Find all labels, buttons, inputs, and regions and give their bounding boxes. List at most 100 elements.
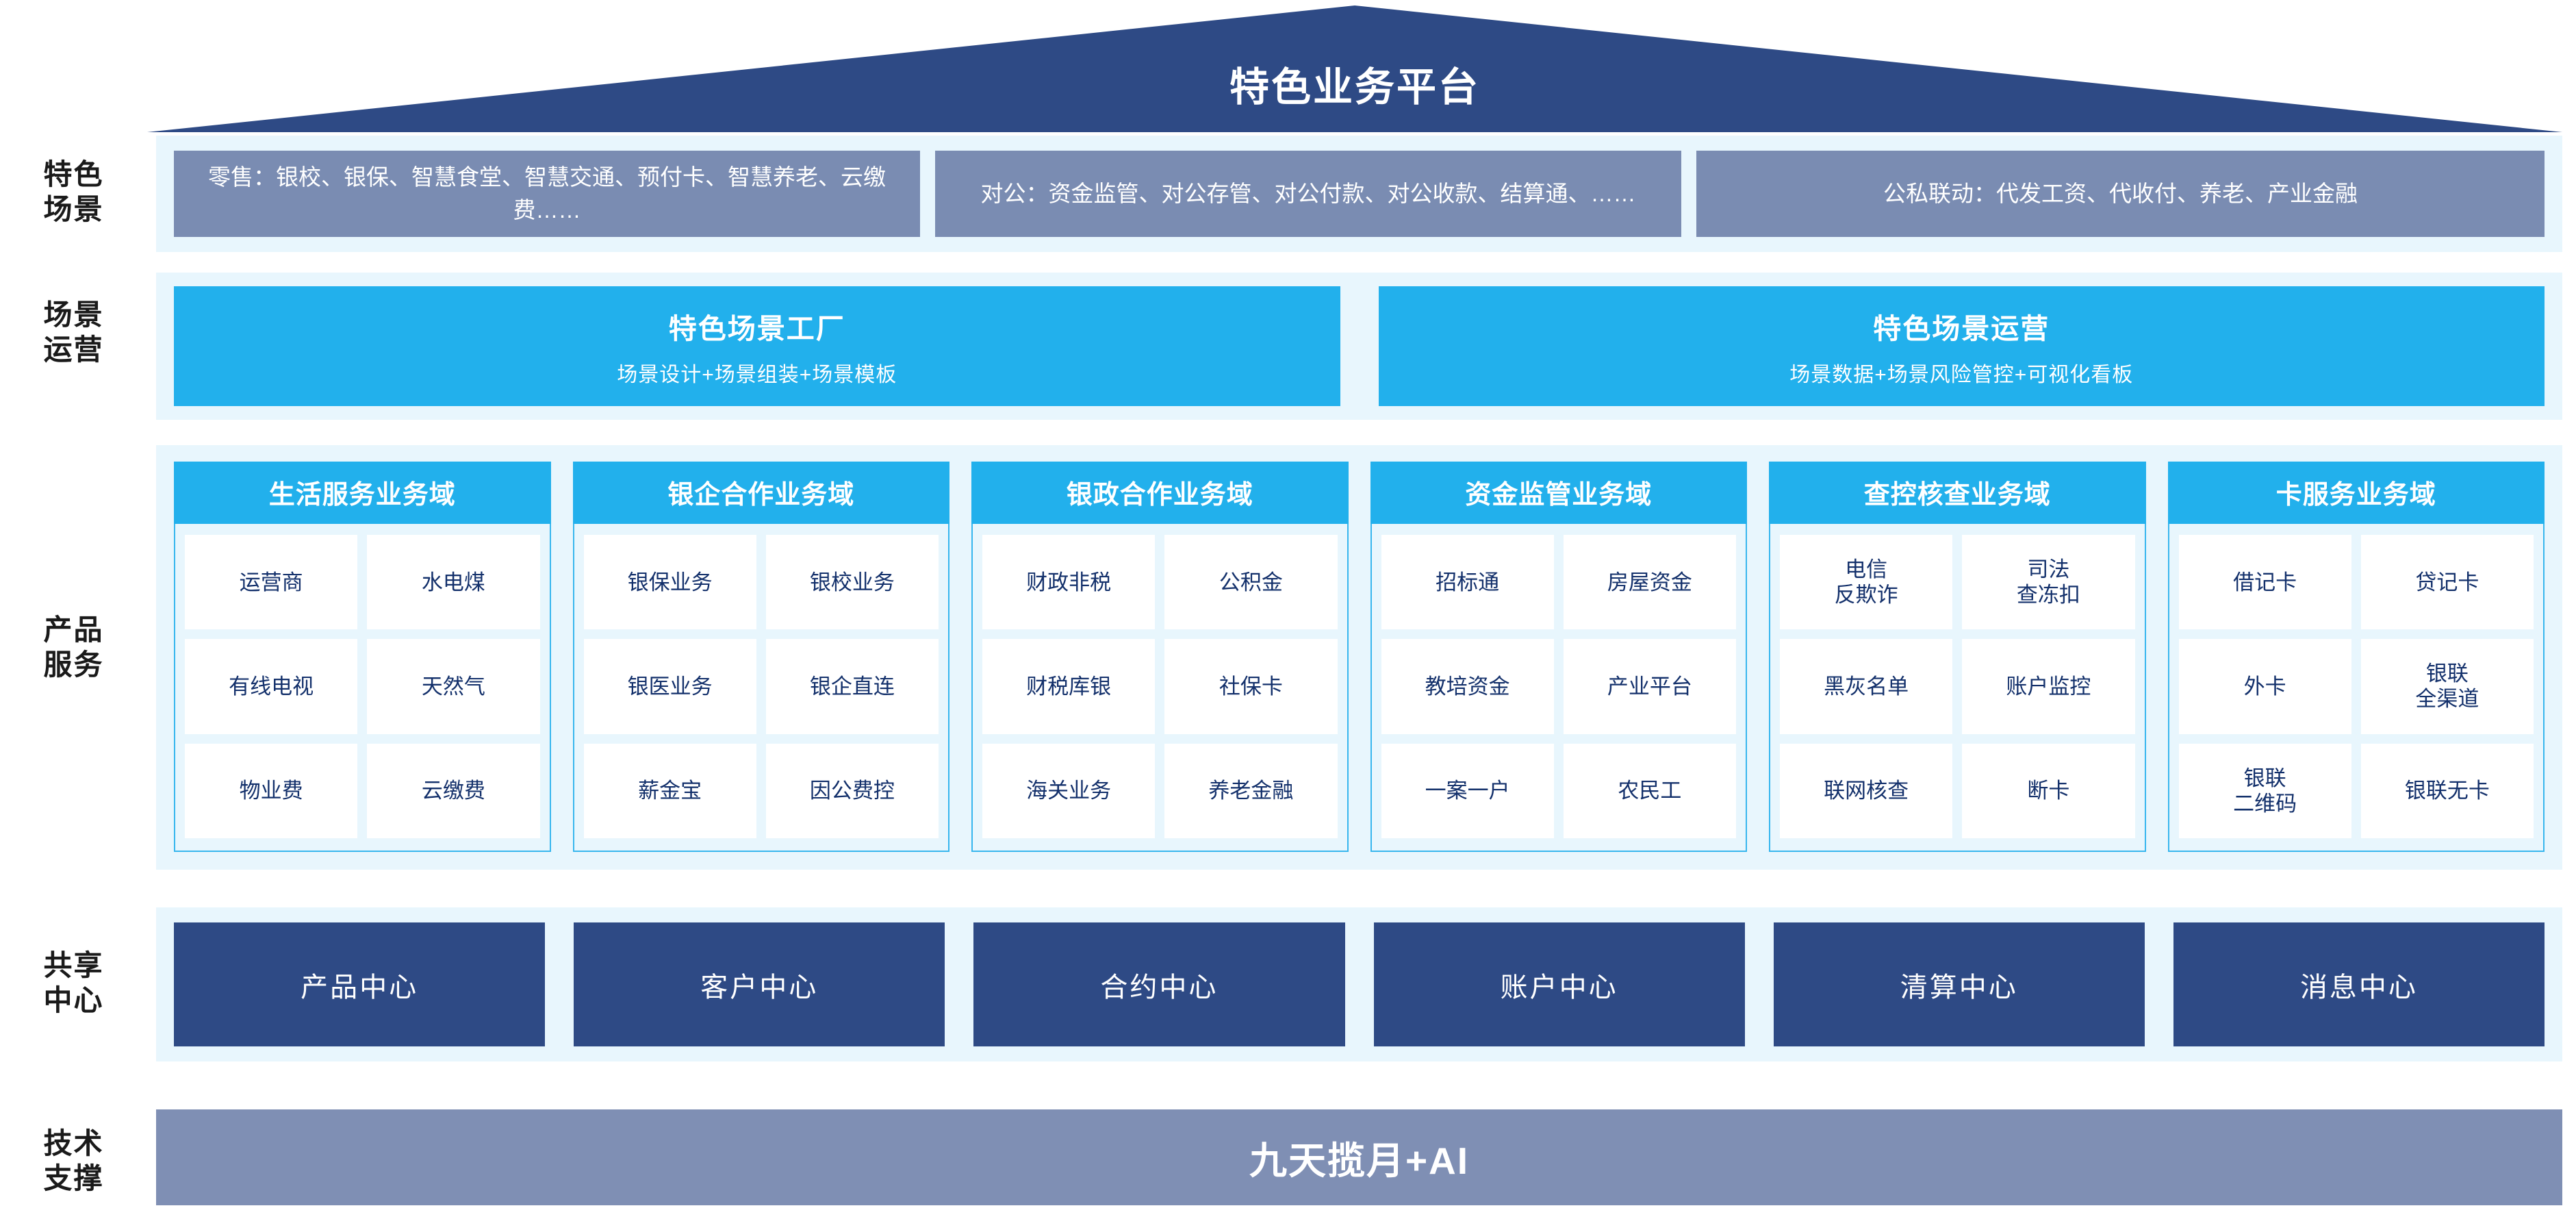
product-cell[interactable]: 财政非税	[982, 535, 1156, 630]
product-cell[interactable]: 司法查冻扣	[1962, 535, 2135, 630]
product-cell-label: 一案一户	[1425, 779, 1510, 803]
product-cell-label: 运营商	[239, 570, 303, 594]
product-cell-row: 银保业务 银校业务	[583, 535, 939, 630]
product-cell[interactable]: 养老金融	[1164, 743, 1338, 838]
operation-band: 特色场景工厂 场景设计+场景组装+场景模板 特色场景运营 场景数据+场景风险管控…	[156, 273, 2562, 420]
product-cell-row: 物业费 云缴费	[185, 743, 540, 838]
product-cell[interactable]: 银医业务	[583, 639, 756, 734]
operation-box-scene-factory[interactable]: 特色场景工厂 场景设计+场景组装+场景模板	[174, 286, 1340, 406]
product-column-title[interactable]: 卡服务业务域	[2167, 462, 2545, 524]
product-cell[interactable]: 电信反欺诈	[1780, 535, 1953, 630]
product-cell[interactable]: 房屋资金	[1563, 535, 1736, 630]
rail-tech-line2: 支撑	[43, 1162, 104, 1194]
product-cell[interactable]: 公积金	[1164, 535, 1338, 630]
shared-center-box[interactable]: 合约中心	[973, 922, 1345, 1046]
product-cell[interactable]: 薪金宝	[583, 743, 756, 838]
product-column-title[interactable]: 银企合作业务域	[572, 462, 949, 524]
rail-label-operation: 场景 运营	[0, 274, 147, 390]
product-cell[interactable]: 账户监控	[1962, 639, 2135, 734]
product-cell-label: 借记卡	[2233, 570, 2297, 594]
product-column-title[interactable]: 银政合作业务域	[971, 462, 1349, 524]
shared-center-box[interactable]: 账户中心	[1373, 922, 1745, 1046]
product-cell[interactable]: 外卡	[2178, 639, 2351, 734]
scene-box-retail[interactable]: 零售：银校、银保、智慧食堂、智慧交通、预付卡、智慧养老、云缴费……	[174, 151, 920, 237]
product-cell-row: 海关业务 养老金融	[982, 743, 1338, 838]
product-cell-label: 账户监控	[2006, 674, 2091, 699]
product-column-2: 银企合作业务域银保业务 银校业务银医业务 银企直连薪金宝因公费控	[572, 462, 949, 852]
product-column-title[interactable]: 查控核查业务域	[1769, 462, 2146, 524]
product-cell-label: 房屋资金	[1607, 570, 1692, 594]
product-cell[interactable]: 银联二维码	[2178, 743, 2351, 838]
product-cell[interactable]: 招标通	[1381, 535, 1554, 630]
product-cell-label: 水电煤	[421, 570, 485, 594]
product-cell[interactable]: 运营商	[185, 535, 358, 630]
product-cell[interactable]: 财税库银	[982, 639, 1156, 734]
product-cell[interactable]: 银联无卡	[2360, 743, 2534, 838]
rail-shared-line2: 中心	[43, 984, 104, 1016]
product-cell-row: 借记卡 贷记卡	[2178, 535, 2534, 630]
operation-box-scene-operation[interactable]: 特色场景运营 场景数据+场景风险管控+可视化看板	[1378, 286, 2545, 406]
tech-support-label: 九天揽月+AI	[1249, 1140, 1470, 1182]
product-cell-row: 银联二维码银联无卡	[2178, 743, 2534, 838]
product-cell-row: 有线电视天然气	[185, 639, 540, 734]
product-cell[interactable]: 一案一户	[1381, 743, 1554, 838]
product-cell-row: 运营商 水电煤	[185, 535, 540, 630]
shared-center-box[interactable]: 消息中心	[2173, 922, 2545, 1046]
product-column-4: 资金监管业务域招标通 房屋资金教培资金 产业平台一案一户 农民工	[1370, 462, 1747, 852]
product-cell-grid: 运营商 水电煤有线电视天然气物业费 云缴费	[174, 524, 551, 852]
product-cell[interactable]: 有线电视	[185, 639, 358, 734]
product-cell[interactable]: 联网核查	[1780, 743, 1953, 838]
platform-roof: 特色业务平台	[147, 5, 2562, 132]
product-cell[interactable]: 贷记卡	[2360, 535, 2534, 630]
product-cell-row: 银医业务 银企直连	[583, 639, 939, 734]
shared-center-box[interactable]: 产品中心	[174, 922, 546, 1046]
product-column-title[interactable]: 生活服务业务域	[174, 462, 551, 524]
product-cell-label: 产业平台	[1607, 674, 1692, 699]
product-cell[interactable]: 天然气	[367, 639, 540, 734]
product-cell-row: 教培资金 产业平台	[1381, 639, 1736, 734]
product-cell[interactable]: 银保业务	[583, 535, 756, 630]
product-cell-row: 外卡银联全渠道	[2178, 639, 2534, 734]
product-cell[interactable]: 水电煤	[367, 535, 540, 630]
product-cell[interactable]: 教培资金	[1381, 639, 1554, 734]
product-cell[interactable]: 银企直连	[765, 639, 939, 734]
product-cell-grid: 财政非税公积金财税库银社保卡海关业务 养老金融	[971, 524, 1349, 852]
product-cell-label: 海关业务	[1026, 779, 1112, 803]
product-cell[interactable]: 借记卡	[2178, 535, 2351, 630]
operation-factory-title: 特色场景工厂	[668, 312, 845, 344]
product-cell[interactable]: 断卡	[1962, 743, 2135, 838]
shared-center-box[interactable]: 客户中心	[574, 922, 945, 1046]
product-cell-row: 电信反欺诈司法查冻扣	[1780, 535, 2135, 630]
product-column-3: 银政合作业务域财政非税公积金财税库银社保卡海关业务 养老金融	[971, 462, 1349, 852]
rail-scene-line1: 特色	[43, 158, 104, 190]
product-column-title[interactable]: 资金监管业务域	[1370, 462, 1747, 524]
rail-product-line1: 产品	[43, 613, 104, 646]
product-cell[interactable]: 因公费控	[765, 743, 939, 838]
product-cell[interactable]: 物业费	[185, 743, 358, 838]
product-cell-label: 黑灰名单	[1824, 674, 1909, 699]
operation-factory-subtitle: 场景设计+场景组装+场景模板	[617, 363, 897, 386]
product-cell-label: 银企直连	[809, 674, 895, 699]
product-column-5: 查控核查业务域电信反欺诈司法查冻扣黑灰名单 账户监控联网核查断卡	[1769, 462, 2146, 852]
shared-center-band: 产品中心客户中心合约中心账户中心清算中心消息中心	[156, 907, 2562, 1061]
product-cell-row: 一案一户 农民工	[1381, 743, 1736, 838]
product-cell[interactable]: 社保卡	[1164, 639, 1338, 734]
product-cell[interactable]: 银校业务	[765, 535, 939, 630]
shared-center-box[interactable]: 清算中心	[1773, 922, 2145, 1046]
tech-support-bar[interactable]: 九天揽月+AI	[156, 1109, 2562, 1205]
product-cell-label: 教培资金	[1425, 674, 1510, 699]
product-cell[interactable]: 农民工	[1563, 743, 1736, 838]
product-cell[interactable]: 云缴费	[367, 743, 540, 838]
product-cell-label: 养老金融	[1208, 779, 1294, 803]
rail-scene-line2: 场景	[43, 193, 104, 225]
scene-box-corporate[interactable]: 对公：资金监管、对公存管、对公付款、对公收款、结算通、……	[935, 151, 1681, 237]
product-cell[interactable]: 黑灰名单	[1780, 639, 1953, 734]
product-cell[interactable]: 产业平台	[1563, 639, 1736, 734]
scene-box-linkage[interactable]: 公私联动：代发工资、代收付、养老、产业金融	[1696, 151, 2545, 237]
product-cell-label: 云缴费	[421, 779, 485, 803]
product-cell-grid: 借记卡 贷记卡外卡银联全渠道银联二维码银联无卡	[2167, 524, 2545, 852]
product-cell-label: 银校业务	[809, 570, 895, 594]
product-cell[interactable]: 银联全渠道	[2360, 639, 2534, 734]
product-cell[interactable]: 海关业务	[982, 743, 1156, 838]
